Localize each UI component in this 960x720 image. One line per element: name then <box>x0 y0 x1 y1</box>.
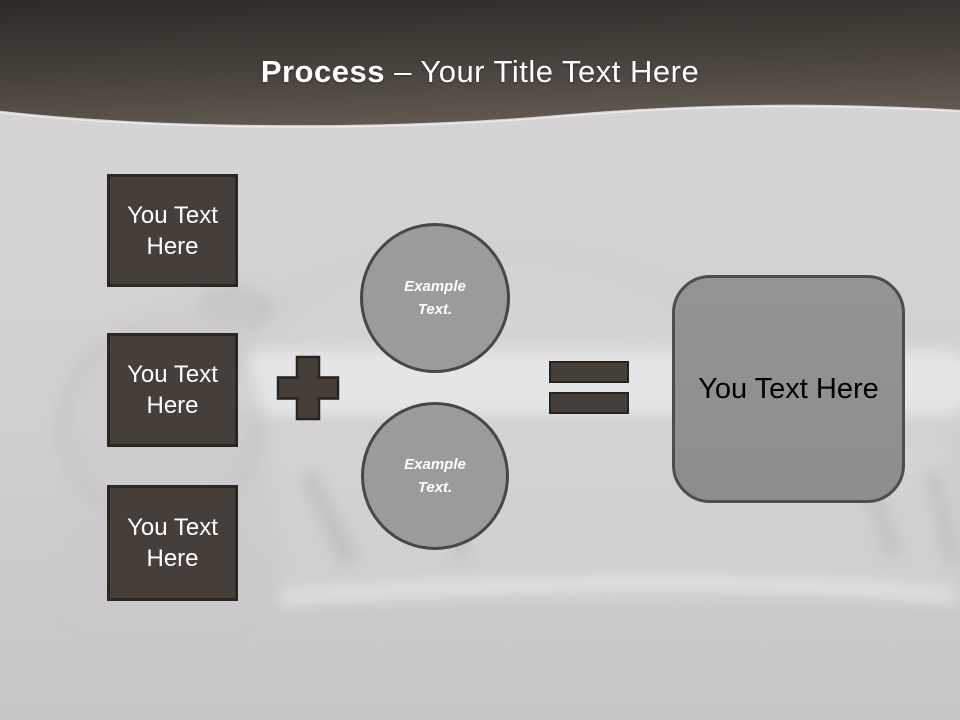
circle-text-line: Example <box>404 456 466 473</box>
circle-text-line: Example <box>404 278 466 295</box>
box-text-line: You Text <box>127 361 218 388</box>
result-box[interactable]: You Text Here <box>672 275 905 503</box>
title-keyword: Process <box>260 54 385 89</box>
result-box-label: You Text Here <box>698 372 879 405</box>
title-band <box>0 0 960 128</box>
slide-title[interactable]: Process – Your Title Text Here <box>0 54 960 90</box>
equals-icon <box>549 361 629 383</box>
process-input-box-2[interactable]: You Text Here <box>107 333 238 447</box>
title-placeholder-text: – Your Title Text Here <box>394 54 700 89</box>
box-text-line: You Text <box>127 514 218 541</box>
band-wave-highlight <box>0 104 960 128</box>
plus-icon <box>276 355 340 421</box>
process-input-box-1[interactable]: You Text Here <box>107 174 238 287</box>
box-text-line: Here <box>146 232 199 260</box>
equals-icon <box>549 392 629 414</box>
example-circle-1[interactable]: Example Text. <box>360 223 510 373</box>
circle-text-line: Text. <box>417 301 453 318</box>
process-input-box-3[interactable]: You Text Here <box>107 485 238 601</box>
example-circle-2[interactable]: Example Text. <box>361 402 509 550</box>
box-text-line: You Text <box>127 201 218 229</box>
box-text-line: Here <box>146 545 199 572</box>
circle-text-line: Text. <box>417 479 453 496</box>
box-text-line: Here <box>146 392 199 419</box>
